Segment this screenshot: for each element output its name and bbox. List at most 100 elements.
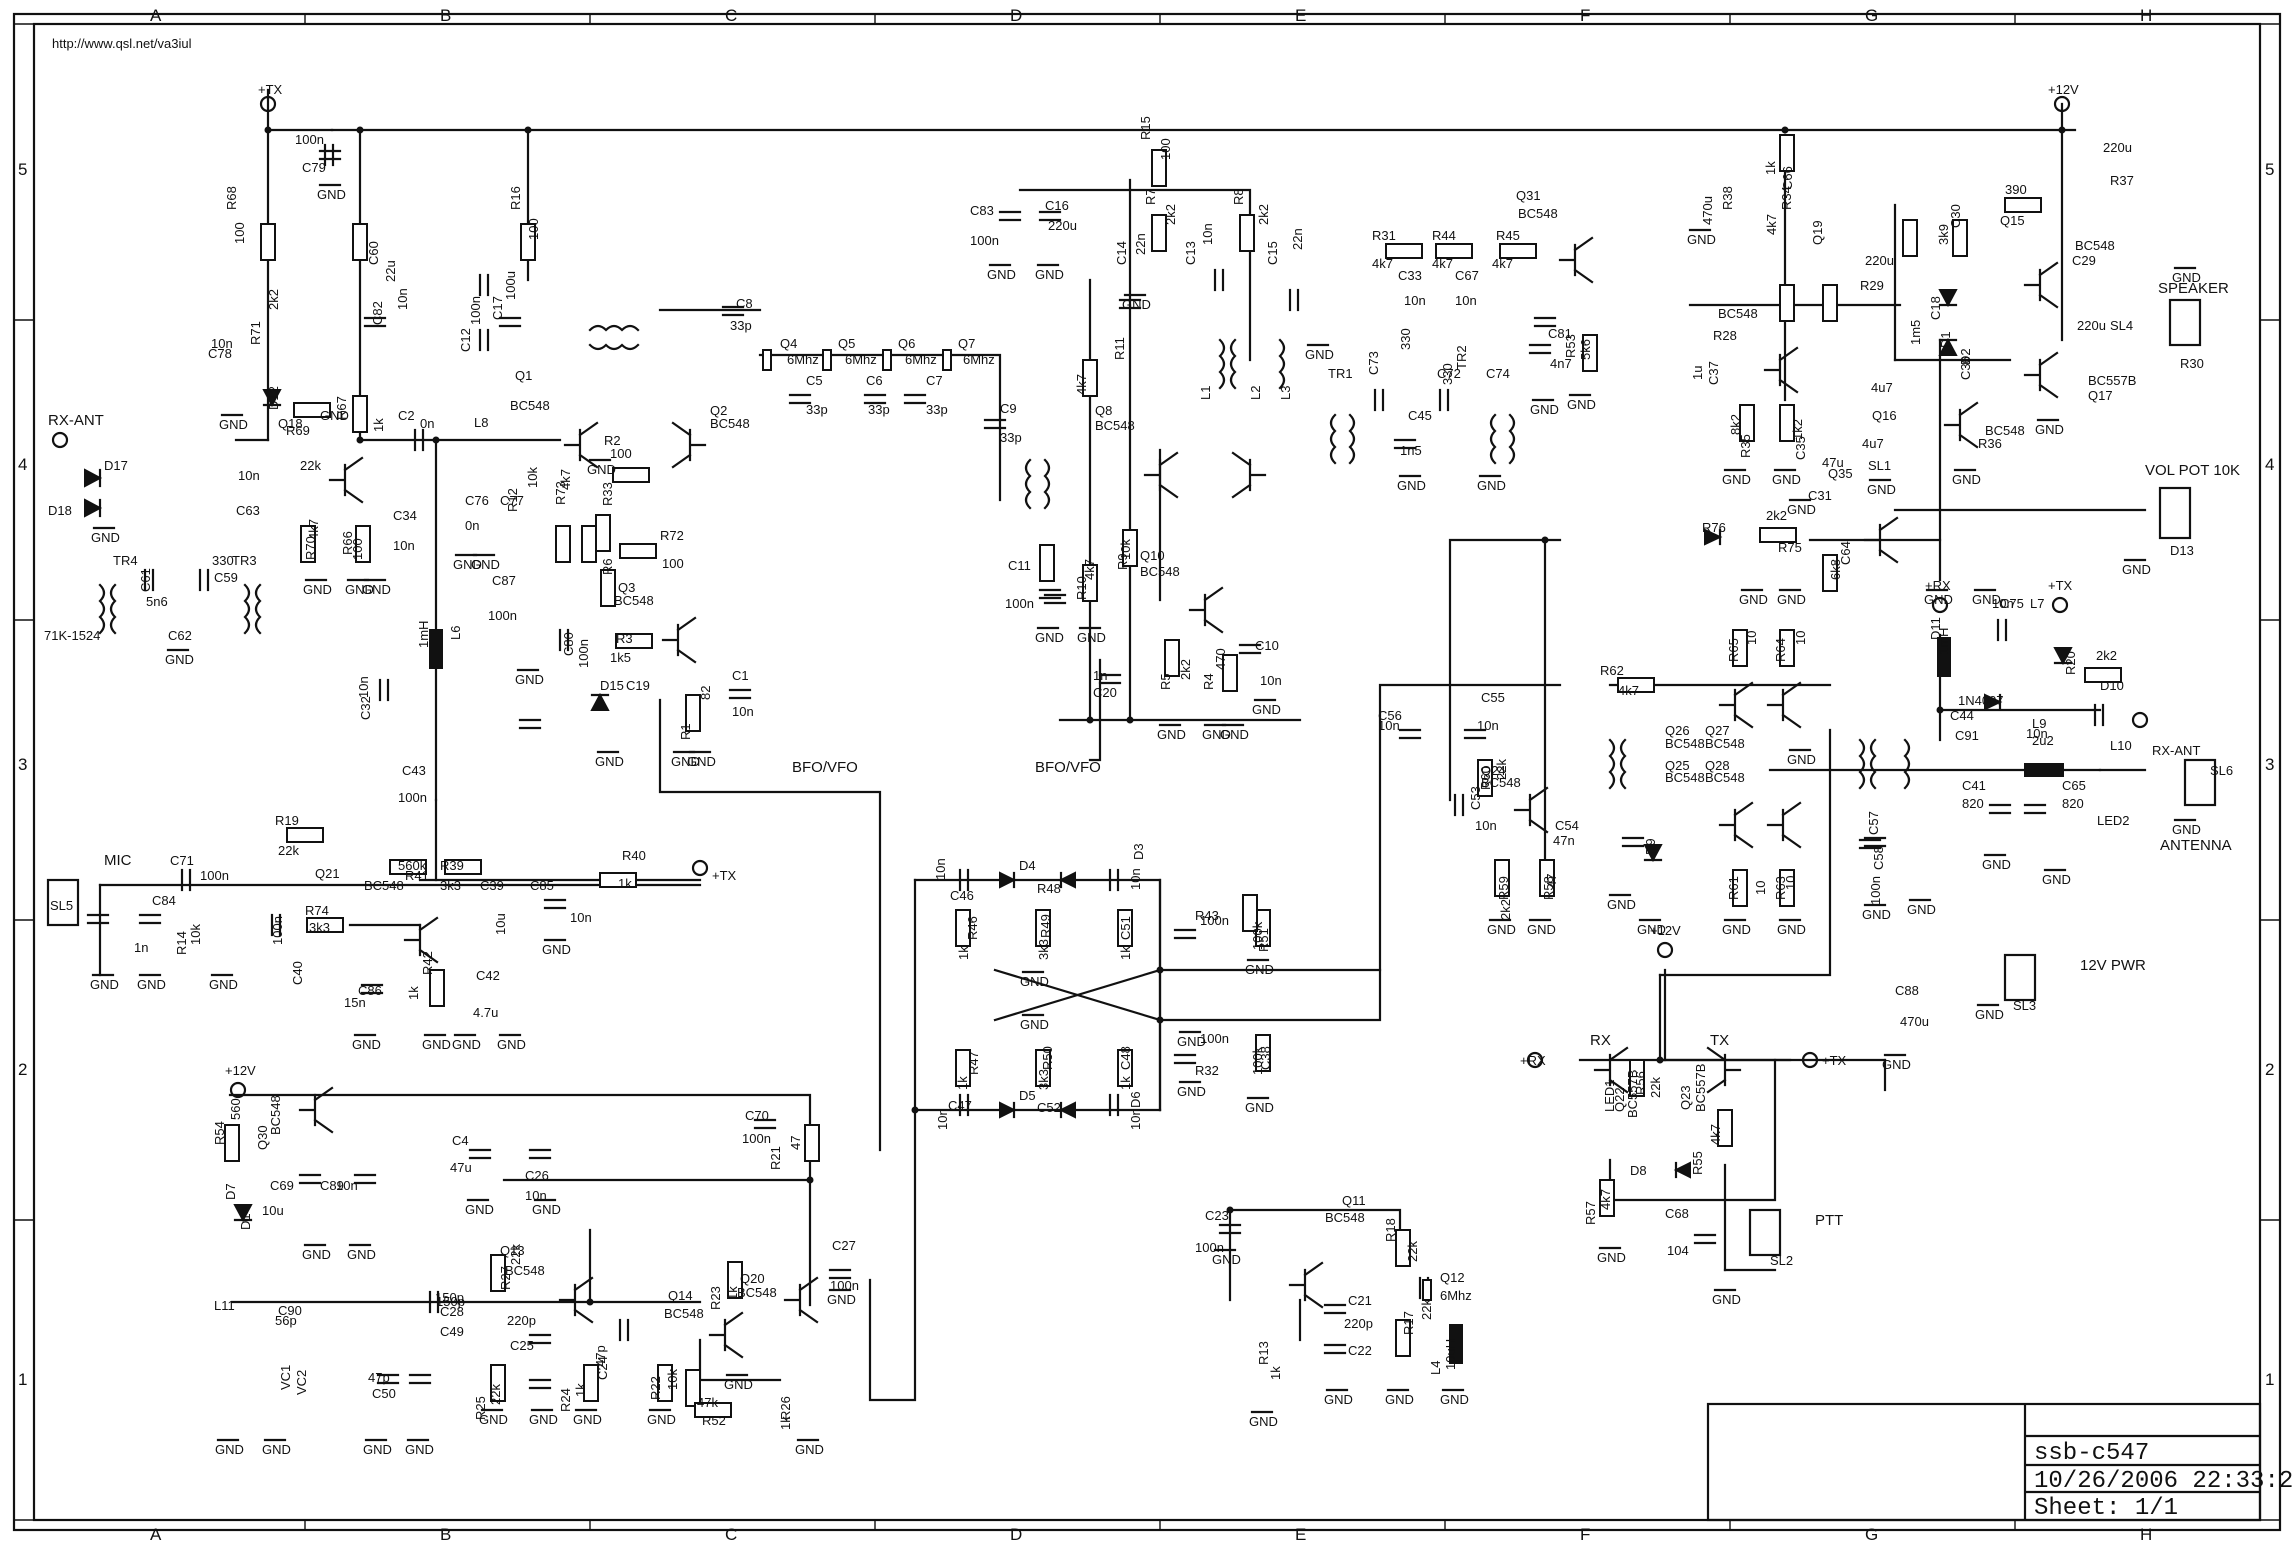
part-label: 4k7 xyxy=(558,469,573,490)
part-label: 104 xyxy=(1667,1243,1689,1258)
part-label: C24 xyxy=(595,1356,610,1380)
resistor-icon xyxy=(490,1364,506,1402)
supply-label: +RX xyxy=(1520,1053,1546,1068)
part-label: 100n xyxy=(1195,1240,1224,1255)
part-label: R33 xyxy=(600,482,615,506)
resistor-icon xyxy=(1779,134,1795,172)
part-label: 100n xyxy=(200,868,229,883)
part-label: 10n xyxy=(238,468,260,483)
part-label: R60 xyxy=(1478,766,1493,790)
part-label: Q27 xyxy=(1705,723,1730,738)
part-label: BC548 xyxy=(1325,1210,1365,1225)
part-label: 10n xyxy=(395,288,410,310)
part-label: R40 xyxy=(622,848,646,863)
part-label: L6 xyxy=(448,626,463,640)
rx-ant-label: RX-ANT xyxy=(48,412,104,429)
source-url[interactable]: http://www.qsl.net/va3iul xyxy=(52,36,192,51)
part-label: R59 xyxy=(1496,876,1511,900)
part-label: C88 xyxy=(1895,983,1919,998)
part-label: R62 xyxy=(1600,663,1624,678)
part-label: 6Mhz xyxy=(905,352,937,367)
ground-label: GND xyxy=(1722,472,1751,487)
part-label: R10 xyxy=(1074,576,1089,600)
ground-label: GND xyxy=(1772,472,1801,487)
resistor-icon xyxy=(490,1254,506,1292)
resistor-icon xyxy=(1477,759,1493,797)
part-label: BC548 xyxy=(2075,238,2115,253)
part-label: C80 xyxy=(561,632,576,656)
part-label: VC1 xyxy=(278,1365,293,1390)
part-label: 3k3 xyxy=(440,878,461,893)
part-label: R45 xyxy=(1496,228,1520,243)
part-label: C42 xyxy=(476,968,500,983)
ground-label: GND xyxy=(302,1247,331,1262)
part-label: 4u7 xyxy=(1862,436,1884,451)
ground-label: GND xyxy=(1397,478,1426,493)
part-label: VC2 xyxy=(294,1370,309,1395)
part-label: 1k xyxy=(371,418,386,432)
part-label: 1k xyxy=(725,1286,740,1300)
part-label: 10n xyxy=(393,538,415,553)
part-label: 1k2 xyxy=(1790,419,1805,440)
part-label: C69 xyxy=(270,1178,294,1193)
resistor-icon xyxy=(520,223,536,261)
part-label: R50 xyxy=(1040,1046,1055,1070)
part-label: 3k9 xyxy=(1936,224,1951,245)
row-label: 2 xyxy=(2265,1060,2274,1079)
part-label: 6Mhz xyxy=(845,352,877,367)
part-label: L9 xyxy=(2032,716,2046,731)
part-label: 4k7 xyxy=(1618,683,1639,698)
title-date: 10/26/2006 22:33:21 xyxy=(2034,1468,2294,1495)
part-label: R25 xyxy=(473,1396,488,1420)
part-label: R23 xyxy=(708,1286,723,1310)
vol-pot-label: VOL POT 10K xyxy=(2145,462,2240,479)
supply-label: +12V xyxy=(225,1063,256,1078)
part-label: C84 xyxy=(152,893,176,908)
antenna-label: ANTENNA xyxy=(2160,837,2232,854)
resistor-icon xyxy=(1779,629,1795,667)
ground-label: GND xyxy=(165,652,194,667)
part-label: 220p xyxy=(1344,1316,1373,1331)
resistor-icon xyxy=(224,1124,240,1162)
part-label: C29 xyxy=(2072,253,2096,268)
ground-label: GND xyxy=(219,417,248,432)
part-label: R12 xyxy=(505,488,520,512)
tx-label: TX xyxy=(1710,1032,1729,1049)
part-label: Q30 xyxy=(255,1125,270,1150)
part-label: 4k7 xyxy=(1082,559,1097,580)
part-label: L1 xyxy=(1198,386,1213,400)
capacitor-icon xyxy=(143,143,2105,1342)
part-label: LED1 xyxy=(1602,1079,1617,1112)
resistor-icon xyxy=(286,827,324,843)
part-label: Q22 xyxy=(1612,1087,1627,1112)
resistor-icon xyxy=(600,569,616,607)
part-label: R2 xyxy=(604,433,621,448)
part-label: 82 xyxy=(698,686,713,700)
part-label: 4u7 xyxy=(1871,380,1893,395)
resistor-icon xyxy=(1082,359,1098,397)
ground-label: GND xyxy=(1777,922,1806,937)
part-label: 47n xyxy=(1553,833,1575,848)
part-label: 100n xyxy=(468,296,483,325)
part-label: 10u xyxy=(493,913,508,935)
part-label: C53 xyxy=(1468,786,1483,810)
part-label: 560 xyxy=(228,1098,243,1120)
part-label: C59 xyxy=(214,570,238,585)
part-label: C27 xyxy=(832,1238,856,1253)
supply-label: +12V xyxy=(2048,82,2079,97)
part-label: 22n xyxy=(1133,233,1148,255)
part-label: R71 xyxy=(248,321,263,345)
part-label: 6Mhz xyxy=(787,352,819,367)
resistor-icon xyxy=(300,525,316,563)
part-label: 10n xyxy=(935,1108,950,1130)
part-label: 100n xyxy=(1868,876,1883,905)
ground-label: GND xyxy=(1907,902,1936,917)
part-label: 47u xyxy=(450,1160,472,1175)
row-label: 1 xyxy=(18,1370,27,1389)
part-label: 2k2 xyxy=(1498,899,1513,920)
ground-label: GND xyxy=(479,1412,508,1427)
col-label: F xyxy=(1580,6,1590,25)
part-label: 22k xyxy=(508,1244,523,1265)
part-label: 100n xyxy=(295,132,324,147)
